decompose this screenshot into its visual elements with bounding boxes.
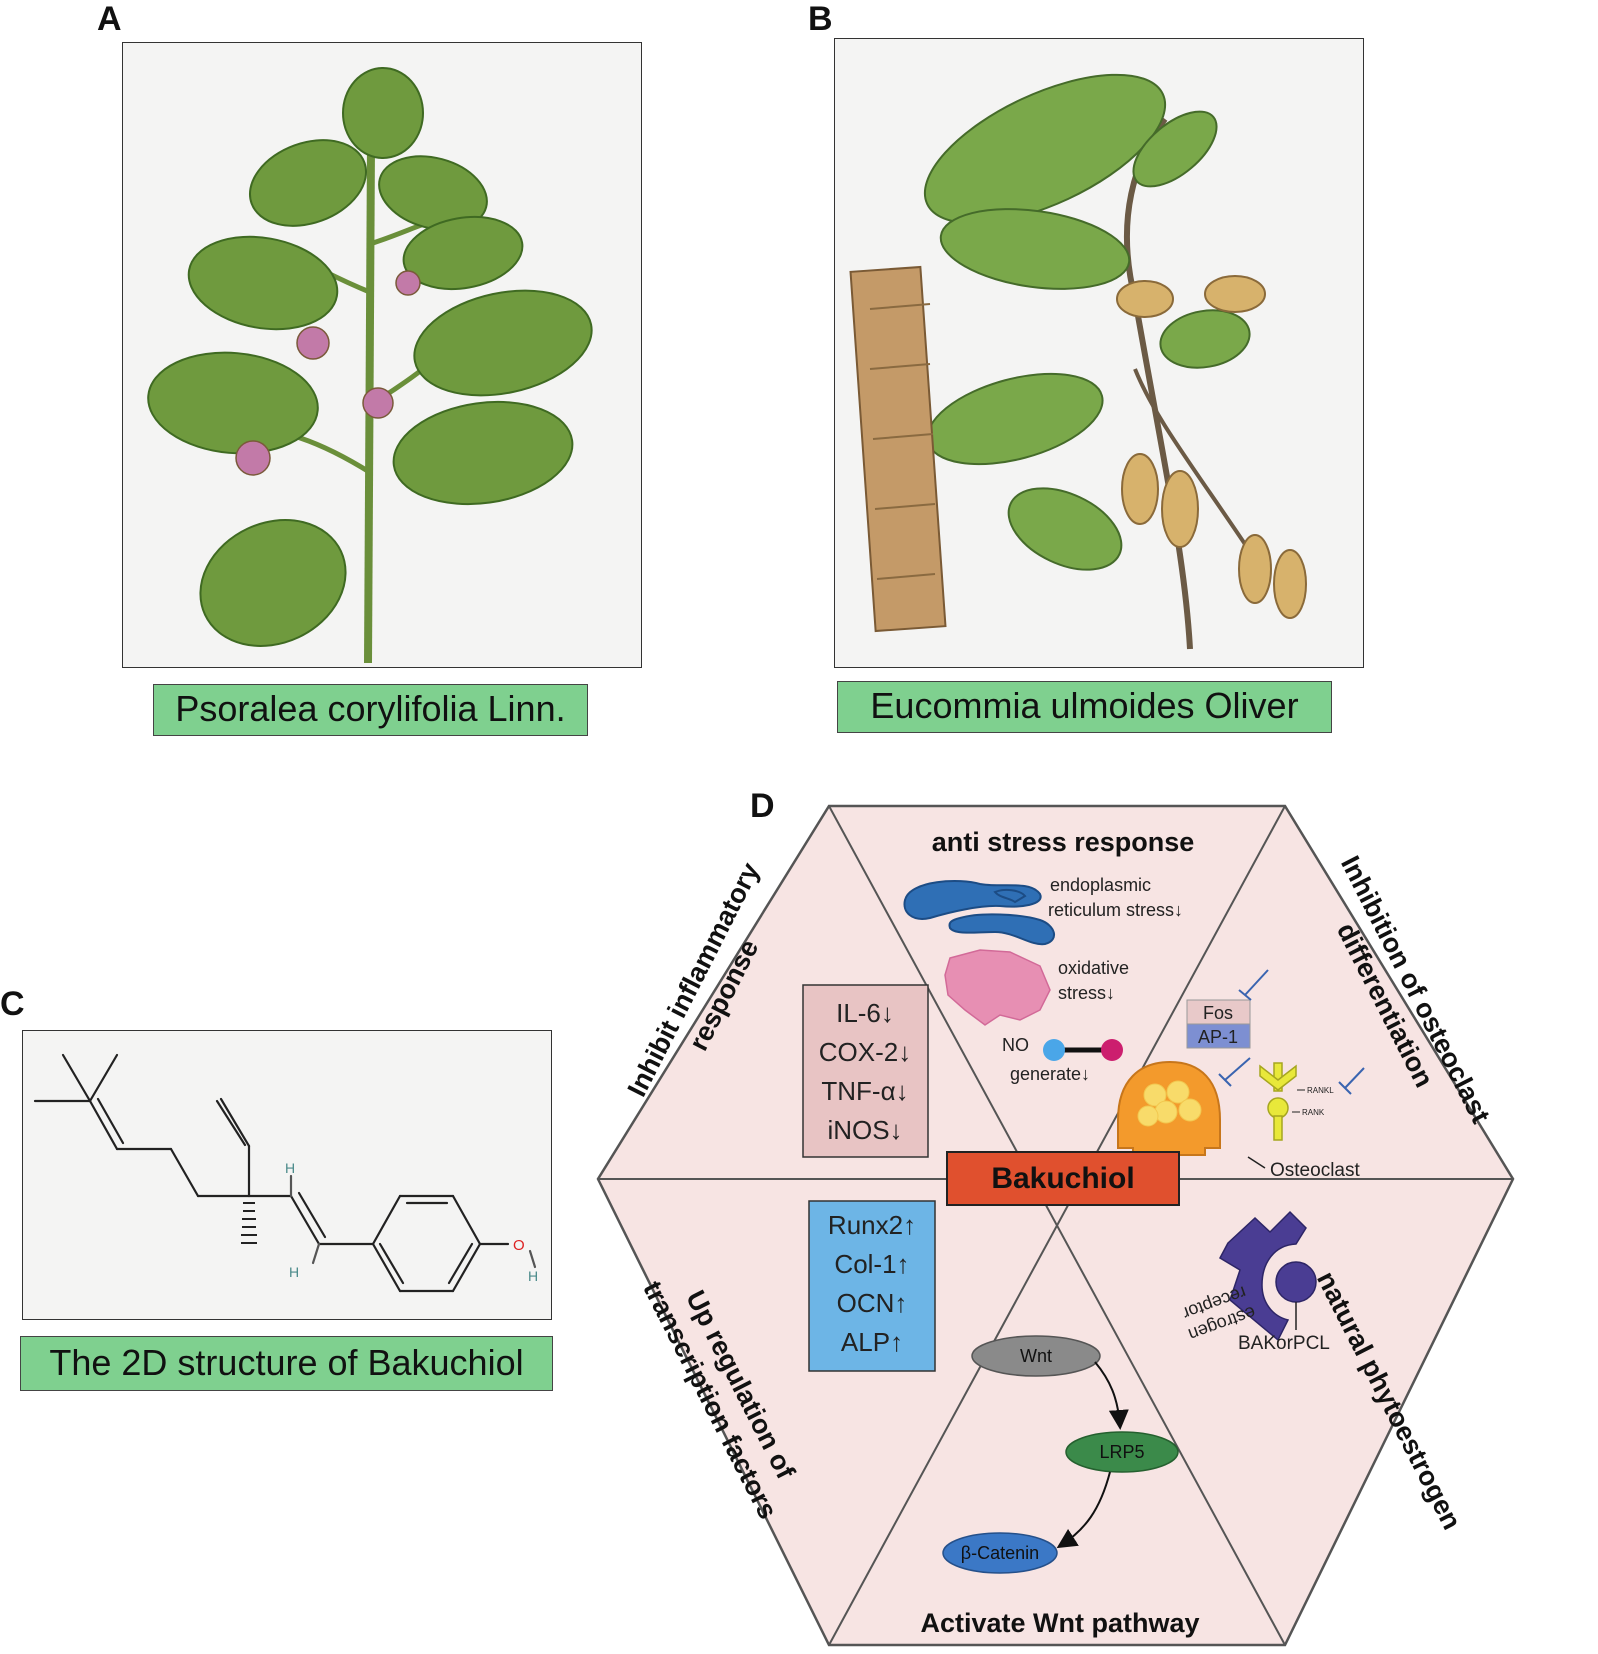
no-label-1: NO (1002, 1035, 1029, 1055)
transcription-marker-col1: Col-1↑ (834, 1249, 909, 1279)
rankl-rank-receptor-icon (1259, 1062, 1297, 1141)
section-wnt-title: Activate Wnt pathway (920, 1608, 1199, 1638)
er-stress-label-2: reticulum stress↓ (1048, 900, 1183, 920)
lrp5-label: LRP5 (1099, 1442, 1144, 1462)
psoralea-plant-illustration (122, 42, 642, 668)
inhibition-arrows (1218, 969, 1365, 1095)
oxidative-stress-icon (944, 949, 1051, 1026)
oxidative-stress-label-2: stress↓ (1058, 983, 1115, 1003)
inflammatory-marker-tnf: TNF-α↓ (821, 1076, 908, 1106)
osteoclast-nuclei-icon (1137, 1080, 1202, 1127)
hydrogen-label-top: H (285, 1160, 295, 1176)
wnt-label: Wnt (1020, 1346, 1052, 1366)
oxygen-label: O (513, 1237, 525, 1254)
ap1-box (1186, 1023, 1251, 1049)
transcription-markers-box (808, 1200, 936, 1372)
wnt-to-lrp5-arrow (1094, 1361, 1129, 1430)
nitric-oxide-molecule-icon (1043, 1039, 1123, 1061)
eucommia-caption: Eucommia ulmoides Oliver (837, 681, 1332, 733)
ligand-label: BAKorPCL (1238, 1333, 1330, 1354)
no-label-2: generate↓ (1010, 1064, 1090, 1084)
ap1-label: AP-1 (1198, 1027, 1238, 1047)
bakuchiol-mechanism-hexagon: anti stress response Activate Wnt pathwa… (596, 804, 1515, 1647)
transcription-marker-ocn: OCN↑ (837, 1288, 908, 1318)
inflammatory-markers-box (802, 984, 929, 1158)
psoralea-caption: Psoralea corylifolia Linn. (153, 684, 588, 736)
panel-d-letter: D (750, 787, 775, 825)
bakuchiol-center-box (946, 1151, 1180, 1206)
bakuchiol-structure-caption: The 2D structure of Bakuchiol (20, 1336, 553, 1391)
bakuchiol-structure-box: H H O H (22, 1030, 552, 1320)
fos-label: Fos (1203, 1003, 1233, 1023)
eucommia-plant-illustration (834, 38, 1364, 668)
fos-box (1186, 999, 1251, 1025)
beta-catenin-label: β-Catenin (961, 1543, 1039, 1563)
section-anti-stress-title: anti stress response (932, 827, 1195, 857)
wnt-node (971, 1335, 1101, 1377)
psoralea-plant-drawing (147, 67, 593, 664)
bakuchiol-center-label: Bakuchiol (991, 1162, 1134, 1195)
oxidative-stress-label-1: oxidative (1058, 958, 1129, 978)
transcription-marker-runx2: Runx2↑ (828, 1210, 916, 1240)
endoplasmic-reticulum-icon (903, 880, 1055, 946)
beta-catenin-node (942, 1532, 1058, 1574)
inflammatory-marker-il6: IL-6↓ (836, 998, 894, 1028)
rank-label: RANK (1302, 1108, 1325, 1117)
rankl-label: RANKL (1307, 1086, 1334, 1095)
panel-a-letter: A (97, 0, 122, 38)
transcription-marker-alp: ALP↑ (841, 1327, 903, 1357)
osteoclast-label: Osteoclast (1270, 1160, 1360, 1181)
hydrogen-label-bottom: H (289, 1264, 299, 1280)
ligand-molecule-icon (1275, 1261, 1317, 1303)
bakuchiol-structure-diagram: H H O H (33, 1053, 538, 1293)
panel-c-letter: C (0, 985, 25, 1023)
inflammatory-marker-cox2: COX-2↓ (819, 1037, 911, 1067)
hydroxyl-hydrogen-label: H (528, 1268, 538, 1284)
inflammatory-marker-inos: iNOS↓ (827, 1115, 902, 1145)
estrogen-receptor-icon (1219, 1210, 1307, 1342)
panel-b-letter: B (808, 0, 833, 38)
eucommia-plant-drawing (849, 73, 1307, 650)
lrp5-to-catenin-arrow (1056, 1471, 1111, 1549)
lrp5-node (1065, 1431, 1179, 1473)
er-stress-label-1: endoplasmic (1050, 875, 1151, 895)
